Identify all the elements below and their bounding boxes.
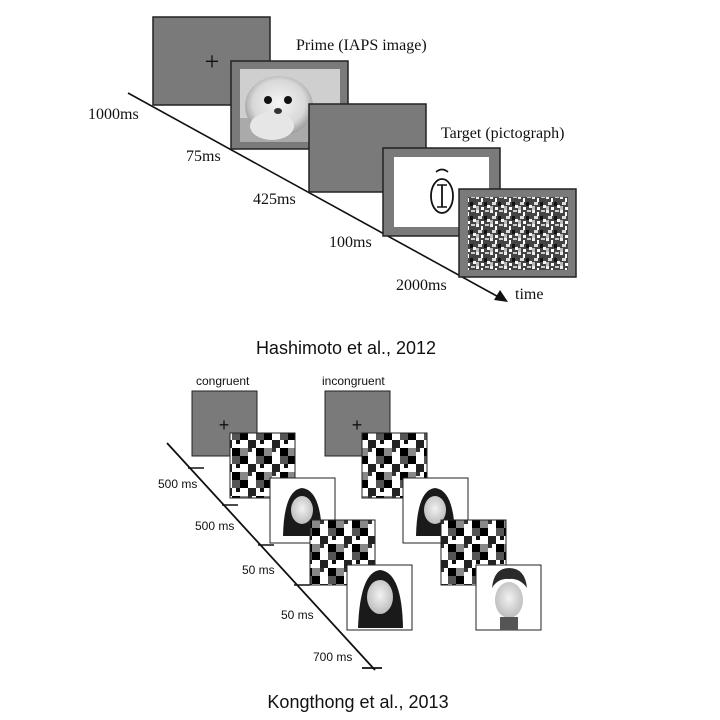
- duration-label: 700 ms: [313, 650, 352, 664]
- pictograph-symbol-icon: [430, 168, 454, 214]
- figure1-caption: Hashimoto et al., 2012: [256, 338, 436, 358]
- duration-label: 50 ms: [242, 563, 275, 577]
- fixation-frame: [191, 390, 258, 457]
- duration-label: 500 ms: [195, 519, 234, 533]
- prime-label: Prime (IAPS image): [296, 37, 427, 54]
- noise-mask-icon: [468, 197, 568, 270]
- duration-label: 75ms: [186, 148, 221, 165]
- duration-label: 2000ms: [396, 277, 447, 294]
- timeline-line: [166, 442, 376, 671]
- fixation-cross-icon: +: [205, 47, 220, 76]
- fixation-cross-icon: +: [352, 415, 363, 435]
- duration-label: 425ms: [253, 191, 296, 208]
- condition-incongruent-label: incongruent: [322, 374, 385, 388]
- duration-label: 1000ms: [88, 106, 139, 123]
- target-label: Target (pictograph): [441, 125, 564, 142]
- duration-label: 100ms: [329, 234, 372, 251]
- face-photo-icon: [346, 564, 413, 631]
- figure-kongthong: congruent incongruent + +: [158, 374, 542, 712]
- duration-label: 50 ms: [281, 608, 314, 622]
- figure2-caption: Kongthong et al., 2013: [267, 692, 448, 712]
- face-photo-icon: [475, 564, 542, 631]
- time-axis-label: time: [515, 286, 543, 303]
- time-axis-arrowhead: [494, 290, 508, 302]
- time-axis-line: [127, 92, 505, 301]
- condition-congruent-label: congruent: [196, 374, 250, 388]
- duration-label: 500 ms: [158, 477, 197, 491]
- figure-hashimoto: + Prime (IAPS image) Target (pictograph): [88, 16, 577, 358]
- fixation-cross-icon: +: [219, 415, 230, 435]
